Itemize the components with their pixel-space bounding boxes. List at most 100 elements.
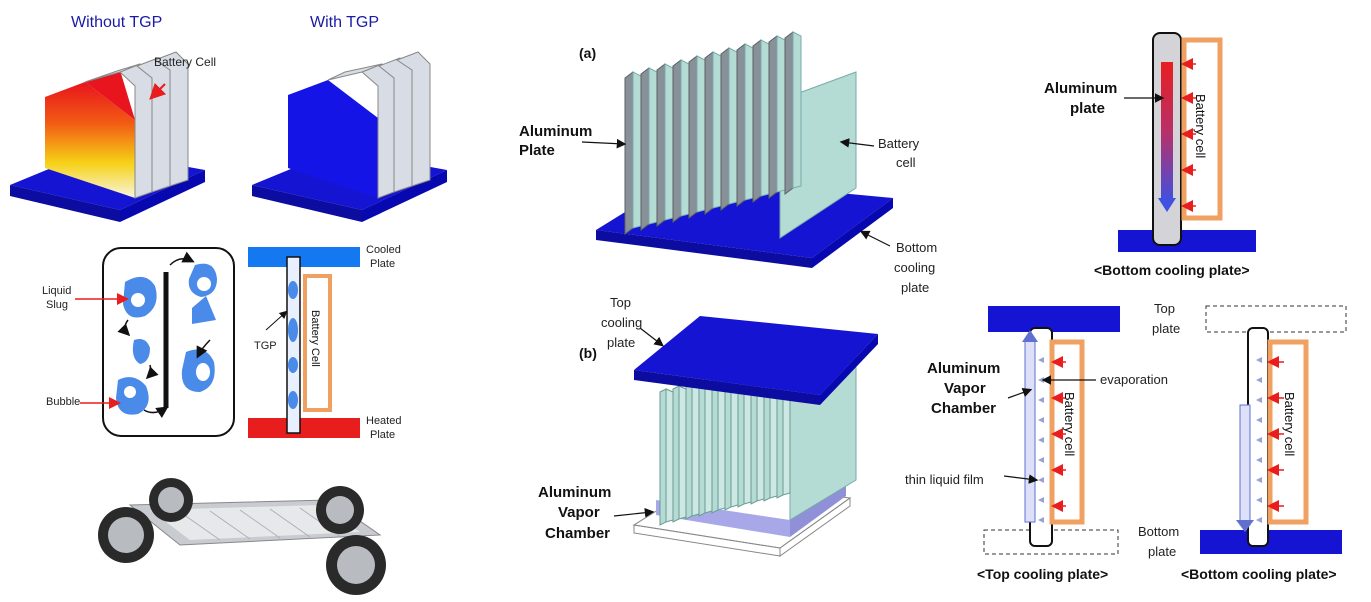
cooled-plate-label-2: Plate (370, 258, 396, 270)
vapor-chamber-label-2: Vapor (944, 380, 986, 397)
vapor-arrow (1256, 357, 1262, 363)
cell-gap-b (704, 379, 713, 514)
top-cooling-b-label-3: plate (607, 335, 636, 350)
top-plate-label-1: Top (1154, 301, 1175, 316)
with-tgp-model (252, 51, 447, 222)
vapor-arrow (1038, 517, 1044, 523)
bottom-cooling-a-label-1: Bottom (896, 240, 938, 255)
tgp-pointer (265, 310, 288, 331)
battery-cell-pointer (149, 82, 167, 100)
title-with-tgp: With TGP (310, 14, 380, 31)
vapor-arrow (1038, 457, 1044, 463)
battery-cell-b (724, 373, 732, 511)
vapor-arrow (1256, 517, 1262, 523)
vapor-arrow (1038, 397, 1044, 403)
vapor-chamber-b-label-1: Aluminum (538, 484, 612, 501)
aluminum-fin-a (720, 47, 730, 211)
vapor-arrow (1256, 417, 1262, 423)
caption-bottom-cooling: <Bottom cooling plate> (1181, 566, 1337, 582)
aluminum-fin-a (688, 55, 698, 219)
aluminum-plate-tr-label-1: Aluminum (1044, 80, 1118, 97)
battery-cell-a (792, 31, 802, 189)
battery-cell-a (776, 35, 786, 193)
aluminum-plate-a-label-2: Plate (519, 142, 555, 159)
aluminum-fin-a (672, 59, 682, 223)
battery-cell-a (712, 51, 722, 209)
battery-cell-a-label-2: cell (896, 155, 916, 170)
vapor-chamber-b-label-3: Chamber (545, 525, 611, 542)
top-cooling-b-label-1: Top (610, 295, 631, 310)
thin-film-label: thin liquid film (905, 472, 984, 487)
cell-gap-b (717, 376, 726, 511)
vapor-chamber-top-pointer (1007, 387, 1033, 399)
battery-cell-a (664, 63, 674, 221)
bubble-label: Bubble (46, 396, 81, 408)
vapor-arrow (1256, 477, 1262, 483)
bottom-cooling-a-label-2: cooling (894, 260, 936, 275)
aluminum-plate-tr-label-2: plate (1070, 100, 1106, 117)
label-b: (b) (579, 345, 597, 361)
battery-cell-br-label: Battery cell (1282, 392, 1297, 457)
ev-chassis-image (98, 478, 386, 595)
caption-bottom-cooling-top: <Bottom cooling plate> (1094, 262, 1250, 278)
aluminum-plate-bottom-cooling (1118, 32, 1256, 252)
vapor-chamber-top-cooling (983, 306, 1120, 555)
liquid-slug-label-1: Liquid (42, 285, 72, 297)
top-cooling-b-label-2: cooling (601, 315, 643, 330)
heated-plate-label-1: Heated (366, 415, 402, 427)
top-plate-label-2: plate (1152, 321, 1181, 336)
vapor-arrow (1256, 457, 1262, 463)
aluminum-fin-a (736, 43, 746, 207)
battery-cell-b (659, 388, 667, 526)
tgp-battery-cell-label: Battery Cell (309, 310, 321, 367)
aluminum-fin-a (784, 31, 794, 195)
battery-cell-b (685, 382, 693, 520)
vapor-chamber-bottom-cooling (1200, 305, 1347, 554)
battery-cell-a (648, 67, 658, 225)
vapor-chamber-label-1: Aluminum (927, 360, 1001, 377)
battery-cell-a-pointer (839, 138, 875, 148)
battery-cell-a (760, 39, 770, 197)
vapor-arrow (1256, 377, 1262, 383)
battery-cell-tr-label: Battery cell (1193, 94, 1208, 159)
vapor-arrow (1038, 437, 1044, 443)
battery-cell-a (680, 59, 690, 217)
without-tgp-model (10, 51, 205, 222)
evaporation-label: evaporation (1100, 372, 1168, 387)
battery-cell-a (728, 47, 738, 205)
bottom-plate-label-2: plate (1148, 544, 1177, 559)
label-a: (a) (579, 45, 597, 61)
cell-gap-b (730, 373, 739, 508)
bottom-cooling-a-label-3: plate (901, 280, 930, 295)
aluminum-plate-a-pointer (581, 138, 627, 149)
vapor-arrow (1038, 417, 1044, 423)
vapor-arrow (1038, 477, 1044, 483)
cooled-plate-label-1: Cooled (366, 244, 401, 256)
module-a (596, 31, 893, 268)
caption-top-cooling: <Top cooling plate> (977, 566, 1109, 582)
aluminum-fin-a (768, 35, 778, 199)
aluminum-fin-a (640, 67, 650, 231)
cell-gap-b (665, 388, 674, 523)
battery-cell-a (744, 43, 754, 201)
module-b (632, 316, 878, 557)
battery-cell-b (711, 376, 719, 514)
battery-cell-b (698, 379, 706, 517)
heated-plate-label-2: Plate (370, 429, 396, 441)
aluminum-fin-a (704, 51, 714, 215)
battery-cell-a (696, 55, 706, 213)
liquid-slug-label-2: Slug (46, 299, 69, 311)
bottom-plate-label-1: Bottom (1138, 524, 1180, 539)
vapor-chamber-b-label-2: Vapor (558, 504, 600, 521)
thin-film-pointer (1003, 474, 1039, 484)
vapor-chamber-b-pointer (613, 507, 655, 518)
cell-gap-b (678, 385, 687, 520)
vapor-arrow (1256, 497, 1262, 503)
tgp-schematic (248, 247, 360, 438)
vapor-arrow (1256, 397, 1262, 403)
php-loop-diagram (102, 247, 235, 437)
battery-cell-b (672, 385, 680, 523)
battery-cell-label: Battery Cell (154, 55, 217, 69)
battery-cell-bm-label: Battery cell (1062, 392, 1077, 457)
